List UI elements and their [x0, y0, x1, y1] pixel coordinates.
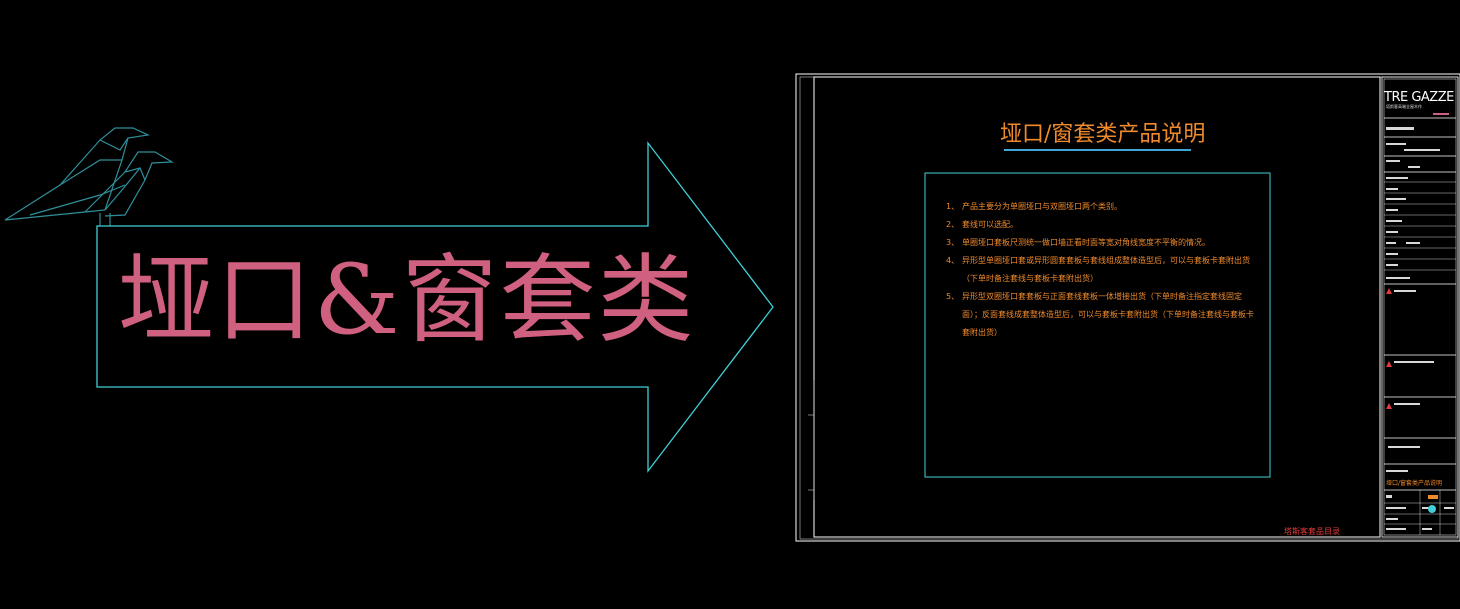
sheet-title: 垭口/窗套类产品说明: [1000, 122, 1206, 147]
description-item: 1、 产品主要分为单圈垭口与双圈垭口两个类别。: [946, 198, 1256, 216]
scale-dot-icon: [1428, 505, 1436, 513]
catalog-stamp: 塔斯客套品目录: [1284, 527, 1340, 536]
description-item: 3、 单圈垭口套板尺测统一做口墙正看时面等宽对角线宽度不平衡的情况。: [946, 234, 1256, 252]
item-text: 异形型单圈垭口套或异形圆套套板与套线组成整体造型后，可以与套板卡套附出货（下单时…: [962, 256, 1250, 283]
logo-accent: [1433, 113, 1449, 115]
warning-marker-icons: [1386, 288, 1392, 409]
description-box: [924, 172, 1271, 478]
title-block: [1381, 76, 1459, 538]
item-number: 3、: [946, 238, 960, 247]
item-text: 套线可以选配。: [962, 220, 1018, 229]
description-item: 4、 异形型单圈垭口套或异形圆套套板与套线组成整体造型后，可以与套板卡套附出货（…: [946, 252, 1256, 288]
item-text: 单圈垭口套板尺测统一做口墙正看时面等宽对角线宽度不平衡的情况。: [962, 238, 1210, 247]
title-block-fields: [1386, 127, 1454, 530]
item-number: 2、: [946, 220, 960, 229]
item-number: 1、: [946, 202, 960, 211]
item-number: 5、: [946, 292, 960, 301]
sheet-number-mark: [1428, 495, 1438, 499]
direction-arrow: [96, 141, 774, 473]
item-text: 产品主要分为单圈垭口与双圈垭口两个类别。: [962, 202, 1122, 211]
category-label: 垭口&窗套类: [118, 244, 696, 356]
birds-line-art: [4, 127, 175, 226]
description-item: 2、 套线可以选配。: [946, 216, 1256, 234]
title-block-drawing-name: 垭口/窗套类产品说明: [1386, 480, 1443, 487]
description-list: 1、 产品主要分为单圈垭口与双圈垭口两个类别。 2、 套线可以选配。 3、 单圈…: [946, 198, 1256, 342]
brand-logo: TRE GAZZE: [1384, 90, 1454, 105]
item-text: 异形型双圈垭口套套板与正面套线套板一体增接出货（下单时备注指定套线固定面）；反面…: [962, 292, 1254, 337]
brand-logo-subtitle: 塔斯客高端全屋木作: [1386, 104, 1422, 109]
item-number: 4、: [946, 256, 960, 265]
drawing-sheet-frame: [795, 73, 1460, 542]
description-item: 5、 异形型双圈垭口套套板与正面套线套板一体增接出货（下单时备注指定套线固定面）…: [946, 288, 1256, 342]
